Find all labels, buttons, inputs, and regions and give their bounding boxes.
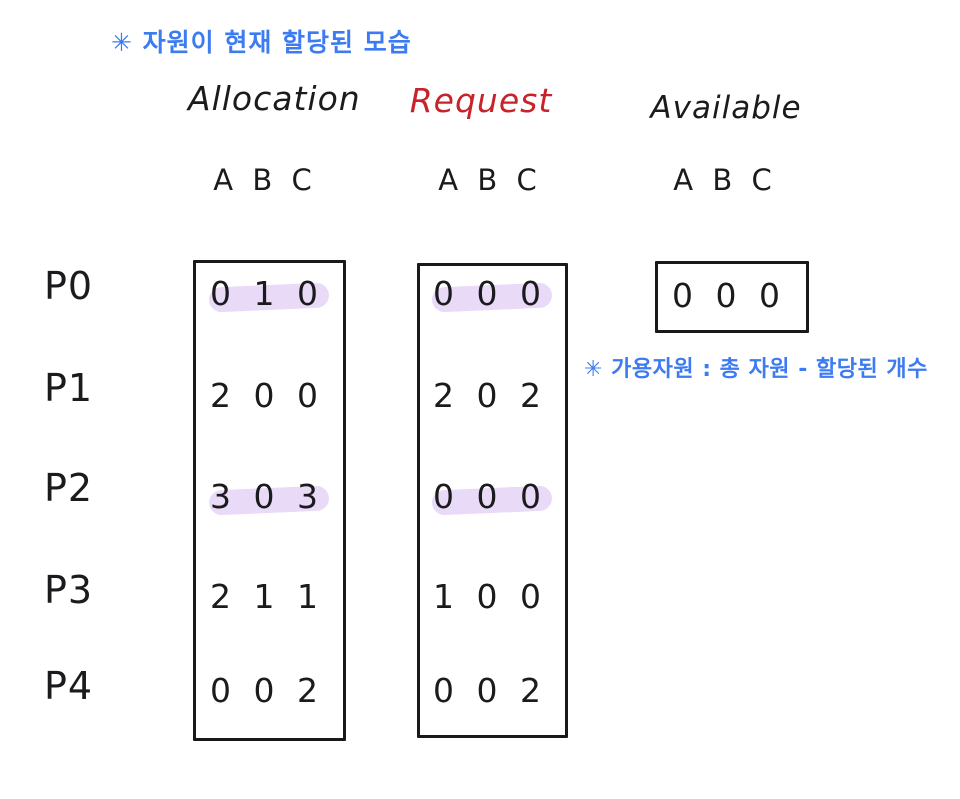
request-value-p0: 0 0 0 bbox=[424, 274, 556, 313]
process-label-p2: P2 bbox=[44, 466, 94, 510]
allocation-matrix-box bbox=[193, 260, 346, 741]
resource-letters-available: A B C bbox=[673, 163, 777, 197]
process-label-p4: P4 bbox=[44, 664, 94, 708]
request-matrix-box bbox=[417, 263, 568, 738]
allocation-value-p0: 0 1 0 bbox=[201, 274, 333, 313]
available-annotation: ✳ 가용자원 : 총 자원 - 할당된 개수 bbox=[584, 357, 928, 382]
allocation-value-p2: 3 0 3 bbox=[201, 477, 333, 516]
request-value-p2: 0 0 0 bbox=[424, 477, 556, 516]
available-vector-box bbox=[655, 261, 809, 333]
process-label-p3: P3 bbox=[44, 568, 94, 612]
column-header-available: Available bbox=[650, 90, 802, 126]
allocation-value-p3: 2 1 1 bbox=[210, 577, 324, 616]
allocation-value-p1: 2 0 0 bbox=[210, 376, 324, 415]
process-label-p0: P0 bbox=[44, 264, 94, 308]
resource-letters-request: A B C bbox=[438, 163, 542, 197]
column-header-allocation: Allocation bbox=[188, 79, 361, 118]
resource-letters-allocation: A B C bbox=[213, 163, 317, 197]
process-label-p1: P1 bbox=[44, 366, 94, 410]
available-value: 0 0 0 bbox=[672, 276, 786, 315]
allocation-value-p4: 0 0 2 bbox=[210, 671, 324, 710]
column-header-request: Request bbox=[409, 81, 553, 120]
request-value-p4: 0 0 2 bbox=[433, 671, 547, 710]
request-value-p3: 1 0 0 bbox=[433, 577, 547, 616]
top-annotation: ✳ 자원이 현재 할당된 모습 bbox=[111, 28, 412, 57]
request-value-p1: 2 0 2 bbox=[433, 376, 547, 415]
